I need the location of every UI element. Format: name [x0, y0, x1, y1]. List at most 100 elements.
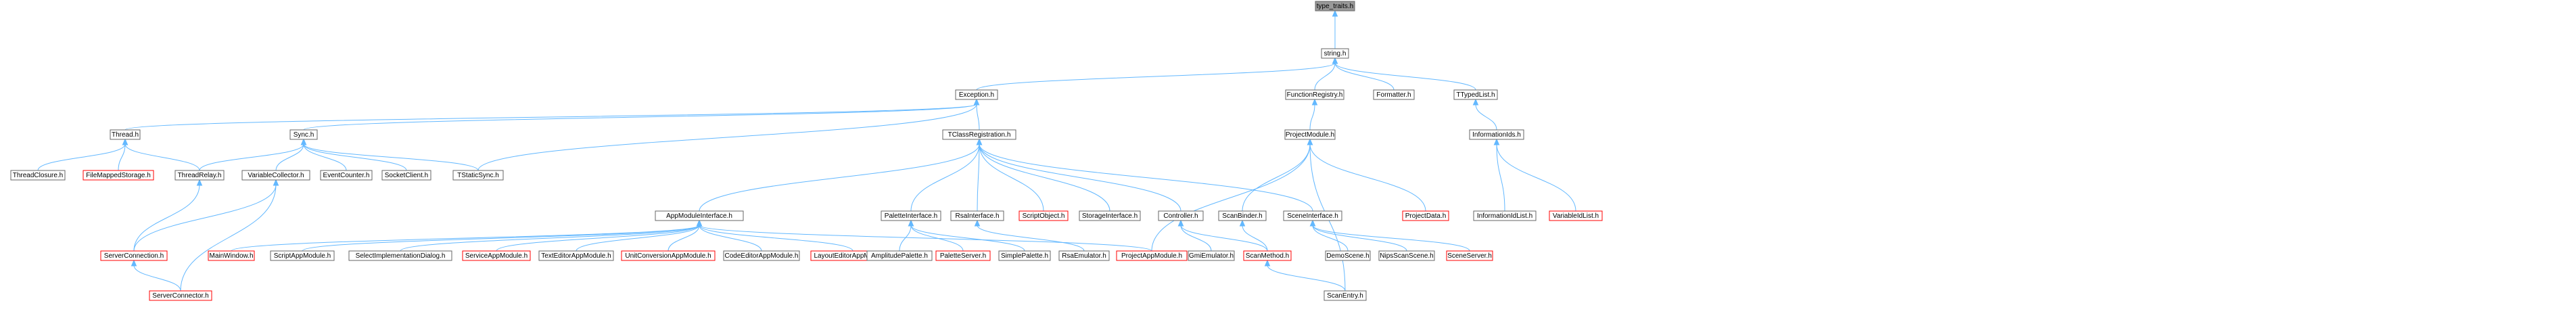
node-thread[interactable]: Thread.h — [110, 129, 141, 140]
node-box — [881, 210, 941, 221]
edge-line — [976, 62, 1336, 91]
edge-arrowhead — [1493, 138, 1500, 145]
node-box — [381, 170, 431, 181]
node-threadclosure[interactable]: ThreadClosure.h — [10, 170, 66, 181]
node-paletteinterface[interactable]: PaletteInterface.h — [881, 210, 941, 221]
node-box — [1325, 250, 1371, 261]
node-functionregistry[interactable]: FunctionRegistry.h — [1285, 89, 1344, 100]
node-label: TClassRegistration.h — [948, 131, 1011, 139]
node-tclassregistration[interactable]: TClassRegistration.h — [942, 129, 1016, 140]
node-variableidlist[interactable]: VariableIdList.h — [1549, 210, 1603, 221]
node-controller[interactable]: Controller.h — [1158, 210, 1204, 221]
node-scanmethod[interactable]: ScanMethod.h — [1243, 250, 1292, 261]
node-exception[interactable]: Exception.h — [955, 89, 998, 100]
node-amplitudepalette[interactable]: AmplitudePalette.h — [866, 250, 933, 261]
edge-informationids-to-informationidlist — [1493, 138, 1505, 212]
edge-line — [1267, 264, 1346, 292]
node-mainwindow[interactable]: MainWindow.h — [208, 250, 255, 261]
node-selectimplementationdialog[interactable]: SelectImplementationDialog.h — [348, 250, 452, 261]
node-simplepalette[interactable]: SimplePalette.h — [998, 250, 1051, 261]
edge-line — [977, 143, 980, 212]
node-codeeditorappmodule[interactable]: CodeEditorAppModule.h — [723, 250, 800, 261]
node-box — [289, 129, 318, 140]
edge-arrowhead — [300, 138, 307, 145]
edge-line — [979, 143, 1313, 212]
node-paletteserver[interactable]: PaletteServer.h — [935, 250, 991, 261]
edge-line — [231, 225, 700, 252]
node-socketclient[interactable]: SocketClient.h — [381, 170, 431, 181]
node-eventcounter[interactable]: EventCounter.h — [320, 170, 373, 181]
node-ttypedlist[interactable]: TTypedList.h — [1453, 89, 1498, 100]
node-label: UnitConversionAppModule.h — [625, 252, 711, 260]
node-serviceappmodule[interactable]: ServiceAppModule.h — [462, 250, 531, 261]
node-label: TTypedList.h — [1456, 91, 1495, 99]
node-sceneserver[interactable]: SceneServer.h — [1446, 250, 1493, 261]
node-projectappmodule[interactable]: ProjectAppModule.h — [1116, 250, 1188, 261]
node-box — [83, 170, 154, 181]
node-scriptobject[interactable]: ScriptObject.h — [1018, 210, 1069, 221]
node-formatter[interactable]: Formatter.h — [1373, 89, 1415, 100]
node-box — [452, 170, 504, 181]
edge-line — [1475, 104, 1497, 131]
node-label: ServiceAppModule.h — [465, 252, 528, 260]
edge-line — [979, 143, 1181, 212]
edge-tclassregistration-to-sceneinterface — [976, 138, 1313, 212]
node-box — [1315, 1, 1355, 12]
node-texteditorappmodule[interactable]: TextEditorAppModule.h — [538, 250, 614, 261]
node-scriptappmodule[interactable]: ScriptAppModule.h — [270, 250, 335, 261]
node-informationids[interactable]: InformationIds.h — [1469, 129, 1524, 140]
edge-arrowhead — [1332, 9, 1338, 17]
edge-line — [1334, 62, 1476, 91]
node-box — [866, 250, 933, 261]
edge-line — [1180, 225, 1268, 252]
node-rsaemulator[interactable]: RsaEmulator.h — [1058, 250, 1110, 261]
node-nipsscanscene[interactable]: NipsScanScene.h — [1378, 250, 1435, 261]
node-box — [1321, 48, 1349, 59]
node-label: InformationIds.h — [1472, 131, 1521, 139]
edge-arrowhead — [122, 138, 128, 145]
node-box — [955, 89, 998, 100]
node-box — [655, 210, 744, 221]
node-informationidlist[interactable]: InformationIdList.h — [1473, 210, 1537, 221]
node-label: Formatter.h — [1376, 91, 1411, 99]
node-gmiemulator[interactable]: GmiEmulator.h — [1188, 250, 1235, 261]
node-string[interactable]: string.h — [1321, 48, 1349, 59]
edge-line — [699, 225, 853, 252]
node-box — [1283, 210, 1342, 221]
node-label: PaletteInterface.h — [885, 212, 937, 220]
edge-informationids-to-variableidlist — [1493, 138, 1576, 212]
node-box — [110, 129, 141, 140]
node-filemappedstorage[interactable]: FileMappedStorage.h — [83, 170, 154, 181]
edge-line — [1312, 225, 1407, 252]
node-label: NipsScanScene.h — [1380, 252, 1434, 260]
edge-line — [180, 184, 277, 292]
edge-line — [979, 143, 1110, 212]
node-projectmodule[interactable]: ProjectModule.h — [1284, 129, 1336, 140]
node-serverconnector[interactable]: ServerConnector.h — [149, 290, 212, 301]
node-sceneinterface[interactable]: SceneInterface.h — [1283, 210, 1342, 221]
node-variablecollector[interactable]: VariableCollector.h — [241, 170, 310, 181]
node-demoscene[interactable]: DemoScene.h — [1325, 250, 1371, 261]
node-appmoduleinterface[interactable]: AppModuleInterface.h — [655, 210, 744, 221]
node-sync[interactable]: Sync.h — [289, 129, 318, 140]
edge-variablecollector-to-serverconnection — [133, 179, 279, 252]
node-serverconnection[interactable]: ServerConnection.h — [100, 250, 168, 261]
node-scanentry[interactable]: ScanEntry.h — [1324, 290, 1367, 301]
node-projectdata[interactable]: ProjectData.h — [1402, 210, 1449, 221]
node-scanbinder[interactable]: ScanBinder.h — [1218, 210, 1267, 221]
edge-line — [199, 143, 304, 171]
node-tstaticsync[interactable]: TStaticSync.h — [452, 170, 504, 181]
node-rsainterface[interactable]: RsaInterface.h — [950, 210, 1004, 221]
node-label: SceneServer.h — [1447, 252, 1492, 260]
node-storageinterface[interactable]: StorageInterface.h — [1079, 210, 1141, 221]
node-threadrelay[interactable]: ThreadRelay.h — [174, 170, 225, 181]
edge-line — [124, 143, 200, 171]
edge-tclassregistration-to-storageinterface — [976, 138, 1110, 212]
edge-arrowhead — [973, 98, 980, 106]
node-box — [942, 129, 1016, 140]
node-box — [1058, 250, 1110, 261]
edge-line — [1312, 225, 1470, 252]
edge-line — [303, 143, 347, 171]
node-unitconversionappmodule[interactable]: UnitConversionAppModule.h — [621, 250, 716, 261]
